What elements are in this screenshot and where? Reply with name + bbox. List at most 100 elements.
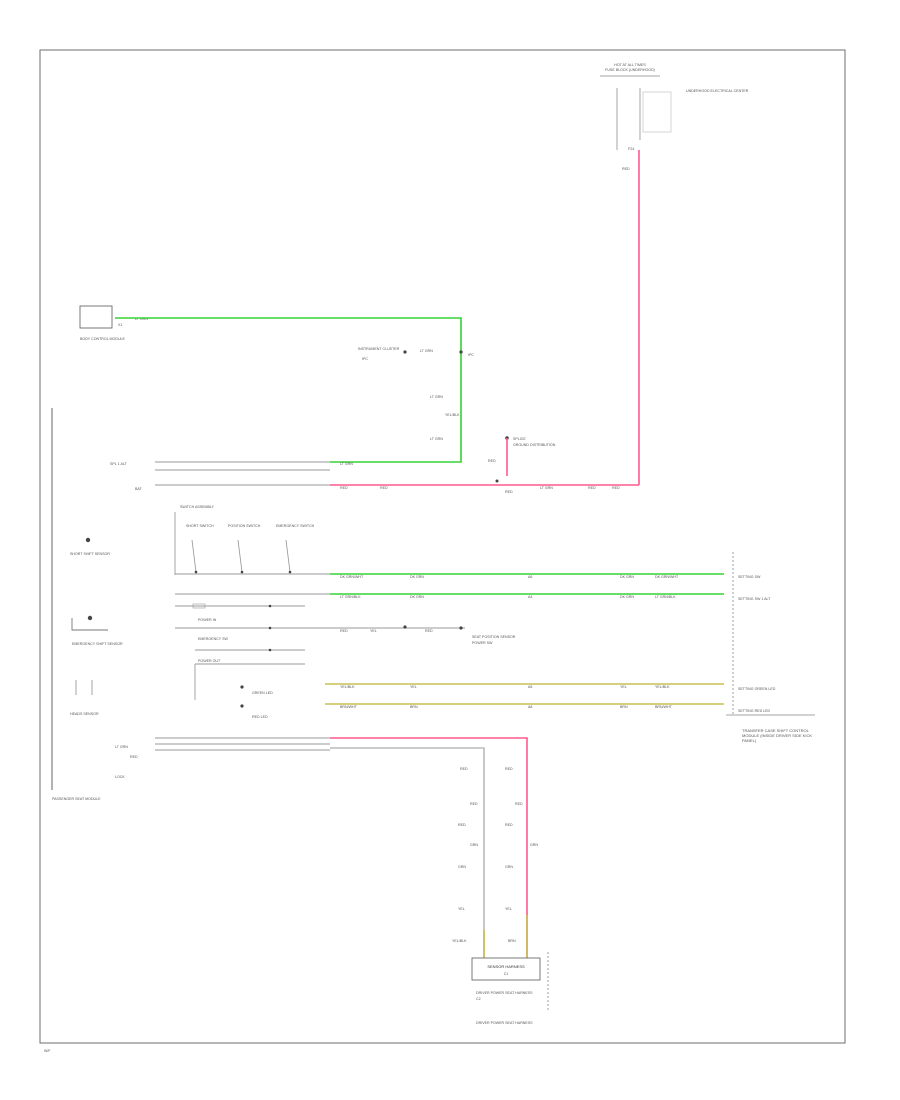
vert-3: RED (470, 802, 478, 806)
switch-block-label: SWITCH ASSEMBLY (180, 505, 215, 509)
wire-red-top-label: RED (622, 167, 630, 171)
ltgrn-1-label: LT GRN (420, 349, 433, 353)
vert-11: YEL (458, 907, 465, 911)
vertical-labels: RED RED RED RED RED RED GRN GRN GRN GRN … (452, 767, 538, 943)
sw-3-label: EMERGENCY SWITCH (276, 524, 315, 528)
red-h3-label: RED (505, 490, 513, 494)
mid-red-1: RED (340, 629, 348, 633)
vert-1: RED (460, 767, 468, 771)
body-control-module: BODY CONTROL MODULE LT GRN X1 (79, 305, 148, 341)
switch-assembly: SWITCH ASSEMBLY SHORT SWITCH POSITION SW… (174, 505, 315, 575)
row4-e: BRN/WHT (655, 705, 673, 709)
red-h6-label: RED (612, 486, 620, 490)
top-bus: SPL 1 ALT BAT LT GRN RED RED RED LT GRN … (110, 459, 639, 494)
diagram-frame (39, 49, 846, 1044)
row3-right: SETTING GREEN LED (738, 687, 776, 691)
row1-right: SETTING SW (738, 575, 761, 579)
sens-3-label: HEADS SENSOR (70, 712, 99, 716)
bus-red-label: RED (488, 459, 496, 463)
row1-c: A6 (528, 575, 532, 579)
seat-position-sensor: POWER IN EMERGENCY SW POWER OUT GREEN LE… (175, 603, 516, 719)
row3-d: YEL (620, 685, 627, 689)
row1-b: DK GRN (410, 575, 424, 579)
red-h1-label: RED (340, 486, 348, 490)
bottom-component-2: DRIVER POWER SEAT HARNESS (476, 1021, 533, 1025)
bot-left-2: RED (130, 755, 138, 759)
ltgrn-h1-label: LT GRN (340, 462, 353, 466)
mid-red-2: YEL (370, 629, 377, 633)
row4-b: BRN (410, 705, 418, 709)
vert-14: BRN (508, 939, 516, 943)
mid-box-3: POWER OUT (198, 659, 221, 663)
vert-12: YEL (505, 907, 512, 911)
row2-e: LT GRN/BLK (655, 595, 676, 599)
ground-distribution-label: GROUND DISTRIBUTION (513, 443, 556, 447)
sensor-harness: SENSOR HARNESS C1 DRIVER POWER SEAT HARN… (471, 952, 549, 1025)
instrument-cluster: INSTRUMENT CLUSTER IPC LT GRN IPC LT GRN… (358, 347, 474, 441)
vert-6: RED (505, 823, 513, 827)
red-h2-label: RED (380, 486, 388, 490)
vert-7: GRN (470, 843, 478, 847)
row3-c: A5 (528, 685, 532, 689)
mid-sub-3: RED LED (252, 715, 268, 719)
vert-4: RED (515, 802, 523, 806)
row3-a: YEL/BLK (340, 685, 355, 689)
splice-label: SPLICE (513, 437, 526, 441)
row4-c: A8 (528, 705, 532, 709)
mid-box-2: EMERGENCY SW (198, 637, 228, 641)
vert-2: RED (505, 767, 513, 771)
bottom-bus: LT GRN RED LOCK PASSENGER SEAT MODULE (52, 737, 528, 958)
mid-red-3: RED (425, 629, 433, 633)
bat-label: BAT (135, 487, 143, 491)
yel-blk-label: YEL/BLK (445, 413, 460, 417)
signal-rows: DK GRN/WHT DK GRN A6 DK GRN DK GRN/WHT S… (175, 552, 815, 716)
row4-d: BRN (620, 705, 628, 709)
ground-distribution: SPLICE GROUND DISTRIBUTION (505, 436, 556, 476)
right-module: TRANSFER CASE SHIFT CONTROL MODULE (INSI… (742, 728, 813, 744)
bcm-pin-label: X1 (118, 323, 122, 327)
bcm-ltgrn-label: LT GRN (135, 317, 148, 321)
row4-right: SETTING RED LED (738, 709, 771, 713)
sens-2-label: EMERGENCY SHIFT SENSOR (72, 642, 123, 646)
vert-10: GRN (505, 865, 513, 869)
underhood-fuse-detail: UNDERHOOD ELECTRICAL CENTER (686, 89, 749, 93)
mid-sub-1: POWER SW (472, 641, 493, 645)
row3-b: YEL (410, 685, 417, 689)
bot-left-module: PASSENGER SEAT MODULE (52, 797, 101, 801)
bottom-connector: C2 (476, 997, 481, 1001)
left-vdc-label: SPL 1 ALT (110, 462, 128, 466)
bot-left-1: LT GRN (115, 745, 128, 749)
ltgrn-h4-label: LT GRN (540, 486, 553, 490)
row3-e: YEL/BLK (655, 685, 670, 689)
ltgrn-3-label: LT GRN (430, 437, 443, 441)
fuse-block-label: FUSE BLOCK (UNDERHOOD) (605, 68, 655, 72)
ltgrn-2-label: LT GRN (430, 395, 443, 399)
bottom-box: SENSOR HARNESS (487, 964, 525, 969)
pink-lower-wire (330, 737, 528, 958)
vert-9: GRN (458, 865, 466, 869)
vert-5: RED (458, 823, 466, 827)
fuse-block: HOT AT ALL TIMES FUSE BLOCK (UNDERHOOD) … (600, 63, 749, 171)
fuse-name-label: F24 (628, 147, 634, 151)
row4-a: BRN/WHT (340, 705, 358, 709)
right-module-label: TRANSFER CASE SHIFT CONTROL MODULE (INSI… (742, 728, 813, 744)
row1-e: DK GRN/WHT (655, 575, 679, 579)
row2-right: SETTING SW 1 ALT (738, 597, 771, 601)
green-bcm-wire (115, 317, 462, 463)
row2-a: LT GRN/BLK (340, 595, 361, 599)
sens-1-label: SHORT SHIFT SENSOR (70, 552, 110, 556)
row1-a: DK GRN/WHT (340, 575, 364, 579)
hot-at-all-times-label: HOT AT ALL TIMES (614, 63, 646, 67)
bottom-box-pin: C1 (504, 972, 509, 976)
mid-box-1: POWER IN (198, 618, 217, 622)
row1-d: DK GRN (620, 575, 634, 579)
row2-d: DK GRN (620, 595, 634, 599)
instrument-cluster-label: INSTRUMENT CLUSTER (358, 347, 400, 351)
body-control-label: BODY CONTROL MODULE (80, 337, 126, 341)
gray-lower-wire (330, 747, 485, 958)
bottom-component-1: DRIVER POWER SEAT HARNESS (476, 991, 533, 995)
row2-b: DK GRN (410, 595, 424, 599)
left-sensors: SHORT SHIFT SENSOR EMERGENCY SHIFT SENSO… (70, 537, 123, 716)
sw-1-label: SHORT SWITCH (186, 524, 214, 528)
